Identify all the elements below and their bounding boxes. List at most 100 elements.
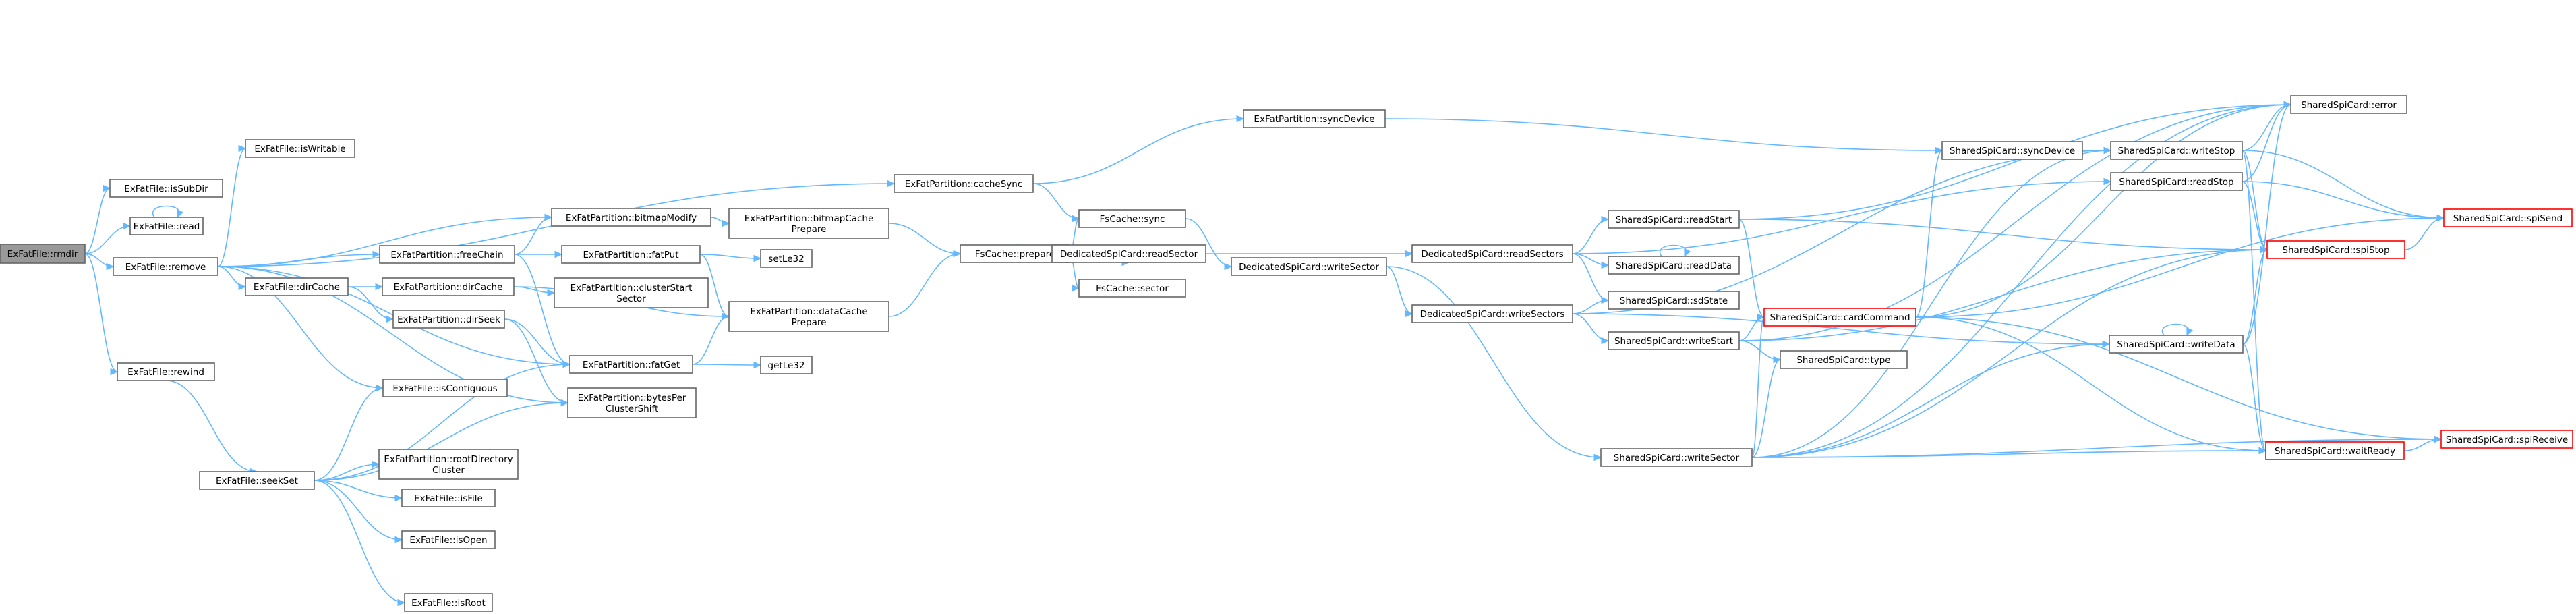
node-prepare[interactable]: FsCache::prepare [960, 244, 1070, 263]
arrowhead-icon [1773, 356, 1782, 364]
node-box [379, 245, 515, 264]
node-box [401, 530, 496, 549]
node-label: Cluster [432, 465, 465, 476]
node-label: ExFatFile::isContiguous [392, 383, 497, 394]
call-edge-sSyncDevice-sWriteStop [2082, 146, 2112, 155]
node-dWriteSector[interactable]: DedicatedSpiCard::writeSector [1231, 257, 1387, 276]
node-sWriteStart[interactable]: SharedSpiCard::writeStart [1608, 331, 1740, 350]
arrowhead-icon [110, 368, 119, 376]
node-fatPut[interactable]: ExFatPartition::fatPut [561, 245, 701, 264]
edge-line [314, 480, 403, 499]
node-sWriteSector[interactable]: SharedSpiCard::writeSector [1600, 448, 1753, 467]
node-box [1608, 331, 1740, 350]
node-getLe32[interactable]: getLe32 [760, 356, 813, 374]
node-sReadStop[interactable]: SharedSpiCard::readStop [2110, 172, 2243, 191]
node-dirSeek[interactable]: ExFatPartition::dirSeek [392, 310, 505, 329]
call-edge-freeChain-fatPut [515, 250, 563, 258]
node-sSpiReceive[interactable]: SharedSpiCard::spiReceive [2440, 430, 2573, 449]
node-sCardCommand[interactable]: SharedSpiCard::cardCommand [1763, 308, 1916, 327]
node-label: ExFatFile::seekSet [216, 476, 298, 486]
node-box [1763, 308, 1916, 327]
arrowhead-icon [1601, 337, 1610, 345]
node-label: ExFatPartition::bytesPer [578, 393, 686, 403]
node-label: ExFatPartition::dataCache [750, 306, 867, 317]
node-box [382, 379, 508, 397]
node-dWriteSectors[interactable]: DedicatedSpiCard::writeSectors [1411, 304, 1573, 323]
node-label: FsCache::sync [1100, 214, 1165, 225]
edge-line [314, 480, 403, 540]
node-sSyncDevice[interactable]: SharedSpiCard::syncDevice [1941, 141, 2083, 160]
node-sType[interactable]: SharedSpiCard::type [1780, 350, 1908, 369]
call-edge-sReadStart-sCardCommand [1738, 219, 1765, 321]
arrowhead-icon [1072, 215, 1080, 223]
edge-line [1572, 219, 1609, 254]
node-isContiguous[interactable]: ExFatFile::isContiguous [382, 379, 508, 397]
node-dReadSectors[interactable]: DedicatedSpiCard::readSectors [1411, 244, 1573, 263]
node-sWaitReady[interactable]: SharedSpiCard::waitReady [2265, 441, 2405, 460]
node-dirCache[interactable]: ExFatFile::dirCache [245, 277, 349, 296]
node-isFile[interactable]: ExFatFile::isFile [401, 489, 496, 507]
node-sWriteStop[interactable]: SharedSpiCard::writeStop [2110, 141, 2243, 160]
node-dReadSector[interactable]: DedicatedSpiCard::readSector [1051, 244, 1206, 263]
arrowhead-icon [1072, 284, 1080, 292]
call-edge-dirCache-pDirCache [347, 283, 384, 291]
call-edge-bitmapCache-prepare [888, 223, 962, 258]
node-label: ExFatPartition::freeChain [390, 250, 503, 260]
node-sSpiStop[interactable]: SharedSpiCard::spiStop [2266, 240, 2405, 259]
node-pDirCache[interactable]: ExFatPartition::dirCache [382, 277, 515, 296]
node-isWritable[interactable]: ExFatFile::isWritable [245, 139, 355, 158]
node-isOpen[interactable]: ExFatFile::isOpen [401, 530, 496, 549]
node-isRoot[interactable]: ExFatFile::isRoot [404, 593, 493, 612]
node-freeChain[interactable]: ExFatPartition::freeChain [379, 245, 515, 264]
node-box [392, 310, 505, 329]
call-edge-dReadSectors-sSdState [1572, 253, 1610, 304]
node-isSubDir[interactable]: ExFatFile::isSubDir [109, 179, 223, 198]
node-cacheSync[interactable]: ExFatPartition::cacheSync [894, 174, 1034, 193]
edge-line [1738, 104, 2291, 341]
node-seekSet[interactable]: ExFatFile::seekSet [199, 471, 315, 490]
node-box [1600, 448, 1753, 467]
node-box [1243, 109, 1386, 128]
node-box [760, 249, 813, 268]
node-syncDevice[interactable]: ExFatPartition::syncDevice [1243, 109, 1386, 128]
arrowhead-icon [397, 598, 406, 607]
call-edge-seekSet-isContiguous [314, 384, 384, 481]
node-remove[interactable]: ExFatFile::remove [113, 257, 218, 276]
node-box [245, 139, 355, 158]
node-box [2110, 172, 2243, 191]
node-sWriteData[interactable]: SharedSpiCard::writeData [2109, 335, 2244, 354]
node-sReadData[interactable]: SharedSpiCard::readData [1608, 256, 1740, 275]
node-bitmapModify[interactable]: ExFatPartition::bitmapModify [551, 208, 711, 227]
node-box [109, 179, 223, 198]
node-sector[interactable]: FsCache::sector [1078, 279, 1186, 298]
node-setLe32[interactable]: setLe32 [760, 249, 813, 268]
node-box [561, 245, 701, 264]
node-rewind[interactable]: ExFatFile::rewind [117, 362, 215, 381]
node-read[interactable]: ExFatFile::read [129, 217, 204, 235]
arrowhead-icon [560, 399, 569, 407]
node-fatGet[interactable]: ExFatPartition::fatGet [569, 355, 693, 374]
call-edge-fatPut-setLe32 [699, 254, 762, 262]
node-sReadStart[interactable]: SharedSpiCard::readStart [1608, 210, 1740, 229]
node-rmdir[interactable]: ExFatFile::rmdir [0, 244, 86, 264]
node-label: ExFatPartition::clusterStart [570, 283, 693, 294]
arrowhead-icon [722, 219, 730, 227]
edge-line [1032, 183, 1080, 219]
edge-line [2242, 181, 2268, 250]
call-edge-rewind-seekSet [165, 380, 258, 476]
call-edge-fatGet-dataCache [692, 312, 730, 365]
call-edge-sWriteSector-sType [1751, 356, 1782, 458]
node-label: Prepare [792, 224, 827, 235]
edge-line [692, 364, 761, 366]
node-box [1078, 209, 1186, 228]
node-fsSync[interactable]: FsCache::sync [1078, 209, 1186, 228]
node-sError[interactable]: SharedSpiCard::error [2290, 95, 2407, 114]
node-sSdState[interactable]: SharedSpiCard::sdState [1608, 291, 1740, 310]
call-edge-sReadStop-sSpiStop [2242, 181, 2268, 254]
node-sSpiSend[interactable]: SharedSpiCard::spiSend [2443, 208, 2573, 227]
